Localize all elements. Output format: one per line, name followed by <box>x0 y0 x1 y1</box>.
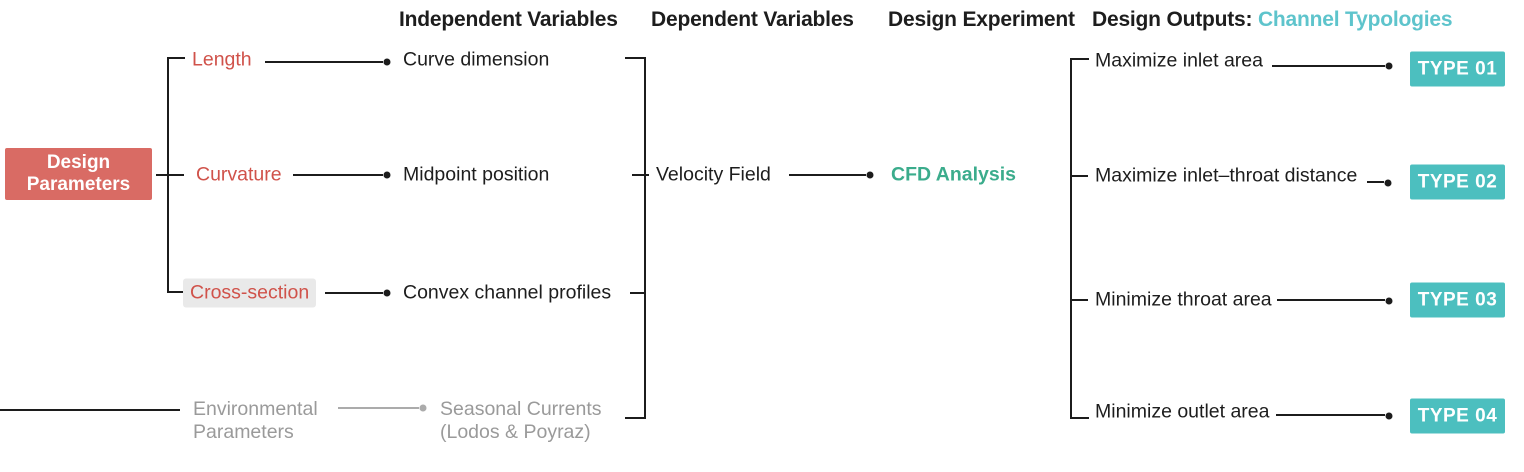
type-02-badge: TYPE 02 <box>1410 164 1505 200</box>
cross-section-highlight: Cross-section <box>183 278 317 308</box>
type-04-badge: TYPE 04 <box>1410 398 1505 434</box>
design-parameters-line1: Design <box>46 151 111 173</box>
environmental-connector-dot <box>419 404 427 412</box>
design-parameters-line2: Parameters <box>26 174 131 195</box>
independent-variables-bracket <box>625 57 649 419</box>
type-01-badge: TYPE 01 <box>1410 51 1505 87</box>
header-dependent-variables: Dependent Variables <box>651 8 854 31</box>
header-independent-variables: Independent Variables <box>399 8 618 31</box>
variable-midpoint-position: Midpoint position <box>403 163 550 186</box>
header-design-outputs: Design Outputs: Channel Typologies <box>1092 8 1453 32</box>
cross-section-connector-dot <box>383 289 391 297</box>
seasonal-currents-line2: (Lodos & Poyraz) <box>440 421 591 443</box>
header-design-outputs-label: Design Outputs: <box>1092 8 1253 31</box>
header-channel-typologies: Channel Typologies <box>1257 8 1453 31</box>
output3-connector-dot <box>1385 297 1393 305</box>
design-parameters-box: Design Parameters <box>5 148 152 200</box>
curvature-connector-dot <box>383 171 391 179</box>
header-design-experiment: Design Experiment <box>888 8 1075 31</box>
output1-connector-dot <box>1385 62 1393 70</box>
variable-curve-dimension: Curve dimension <box>403 48 550 71</box>
output-objective-4: Minimize outlet area <box>1095 400 1270 423</box>
parameters-bracket <box>156 57 185 293</box>
type-03-badge: TYPE 03 <box>1410 282 1505 318</box>
parameter-environmental: Environmental Parameters <box>193 398 318 444</box>
velocity-connector-dot <box>866 171 874 179</box>
experiment-cfd-analysis: CFD Analysis <box>891 163 1016 186</box>
output-objective-2: Maximize inlet–throat distance <box>1095 164 1358 187</box>
output-objective-3: Minimize throat area <box>1095 288 1272 311</box>
environmental-line1: Environmental <box>193 398 318 420</box>
parameter-curvature: Curvature <box>196 163 282 186</box>
output-objective-1: Maximize inlet area <box>1095 49 1263 72</box>
design-outputs-bracket <box>1070 58 1089 419</box>
dependent-velocity-field: Velocity Field <box>656 163 771 186</box>
output4-connector-dot <box>1385 412 1393 420</box>
environmental-line2: Parameters <box>193 421 294 443</box>
parameter-length: Length <box>192 48 252 71</box>
length-connector-dot <box>383 58 391 66</box>
variable-convex-profiles: Convex channel profiles <box>403 281 612 304</box>
variable-seasonal-currents: Seasonal Currents (Lodos & Poyraz) <box>440 398 602 444</box>
parameter-cross-section: Cross-section <box>183 278 317 308</box>
seasonal-currents-line1: Seasonal Currents <box>440 398 602 420</box>
output2-connector-dot <box>1384 179 1392 187</box>
